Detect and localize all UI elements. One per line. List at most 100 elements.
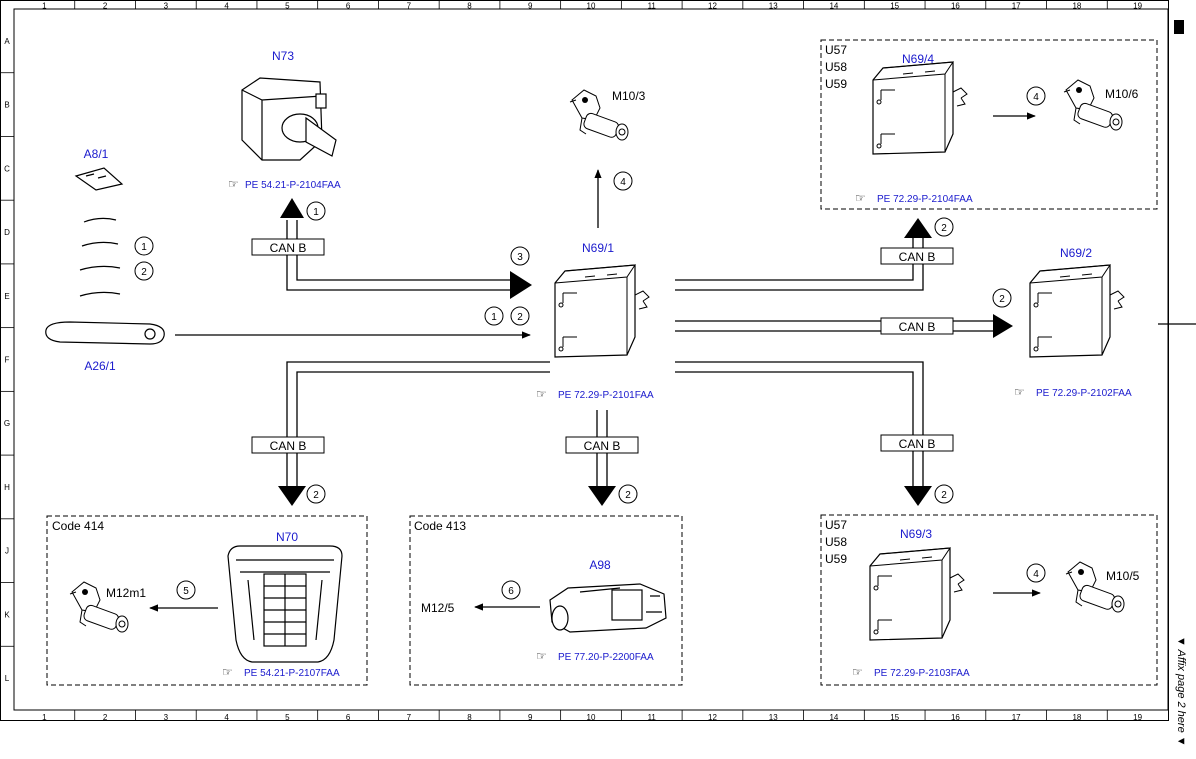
label-m10-6: M10/6: [1105, 87, 1139, 101]
grid-col-label: 14: [829, 713, 838, 722]
step-marker: 2: [934, 484, 954, 504]
grid-col-label: 7: [407, 713, 412, 722]
step-marker: 1: [484, 306, 504, 326]
grid-column-labels: 1122334455667788991010111112121313141415…: [42, 0, 1143, 722]
ref-pointer-icon: ☞: [222, 665, 233, 679]
code-414-label: Code 414: [52, 519, 104, 533]
grid-col-label: 18: [1072, 713, 1081, 722]
svg-text:5: 5: [183, 586, 189, 597]
step-marker: 5: [176, 580, 196, 600]
grid-col-label: 8: [467, 713, 472, 722]
label-m12-5: M12/5: [421, 601, 455, 615]
group-box-code-414: [46, 515, 368, 686]
ref-n70: ☞ PE 54.21-P-2107FAA: [222, 665, 340, 679]
arrow-to-n70: [278, 486, 306, 506]
ref-n69-3: ☞ PE 72.29-P-2103FAA: [852, 665, 970, 679]
drawing-frame: [0, 0, 1169, 721]
grid-row-label: C: [4, 164, 10, 173]
grid-col-label: 5: [285, 713, 290, 722]
control-unit-n69-3-icon: [869, 547, 965, 641]
ref-text-n73: PE 54.21-P-2104FAA: [245, 180, 341, 191]
grid-col-label: 8: [467, 2, 472, 11]
step-marker: 3: [510, 246, 530, 266]
grid-row-label: E: [4, 292, 9, 301]
arrow-to-n73: [280, 198, 304, 218]
svg-text:4: 4: [1033, 92, 1039, 103]
grid-row-label: F: [5, 356, 10, 365]
arrow-to-n69-3: [904, 486, 932, 506]
arrow-to-n69-1: [510, 271, 532, 299]
svg-text:1: 1: [141, 242, 147, 253]
grid-row-label: J: [5, 547, 9, 556]
ref-pointer-icon: ☞: [855, 191, 866, 205]
grid-col-label: 14: [829, 2, 838, 11]
ref-pointer-icon: ☞: [852, 665, 863, 679]
arrow-to-n69-2: [993, 314, 1013, 338]
grid-col-label: 17: [1012, 713, 1021, 722]
can-bus-label: CAN B: [270, 439, 307, 453]
grid-col-label: 18: [1072, 2, 1081, 11]
can-bus-label: CAN B: [899, 250, 936, 264]
grid-row-label: K: [4, 610, 10, 619]
variant-u58-bottom: U58: [825, 535, 847, 549]
label-m10-3: M10/3: [612, 89, 646, 103]
grid-col-label: 13: [769, 713, 778, 722]
svg-text:2: 2: [999, 294, 1005, 305]
can-bus-label: CAN B: [899, 320, 936, 334]
grid-col-label: 10: [587, 2, 596, 11]
grid-row-label: G: [4, 419, 10, 428]
ref-text-n69-4: PE 72.29-P-2104FAA: [877, 194, 973, 205]
grid-col-label: 15: [890, 2, 899, 11]
grid-col-label: 4: [224, 713, 229, 722]
step-marker: 2: [934, 217, 954, 237]
ref-a98: ☞ PE 77.20-P-2200FAA: [536, 649, 654, 663]
grid-col-label: 13: [769, 2, 778, 11]
can-bus-box-n70: CAN B: [251, 436, 325, 454]
variant-u57-bottom: U57: [825, 518, 847, 532]
ref-text-a98: PE 77.20-P-2200FAA: [558, 652, 654, 663]
grid-col-label: 5: [285, 2, 290, 11]
ref-text-n69-3: PE 72.29-P-2103FAA: [874, 668, 970, 679]
arrow-to-a98: [588, 486, 616, 506]
ref-text-n69-1: PE 72.29-P-2101FAA: [558, 390, 654, 401]
grid-col-label: 9: [528, 2, 533, 11]
grid-col-label: 16: [951, 2, 960, 11]
grid-row-label: B: [4, 101, 9, 110]
svg-text:2: 2: [517, 312, 523, 323]
label-n69-4: N69/4: [902, 52, 934, 66]
ref-pointer-icon: ☞: [228, 177, 239, 191]
step-marker: 2: [510, 306, 530, 326]
label-a8-1: A8/1: [84, 147, 109, 161]
label-a98: A98: [589, 558, 611, 572]
group-box-n69-4: [820, 39, 1158, 210]
grid-col-label: 1: [42, 2, 47, 11]
can-bus-label: CAN B: [899, 437, 936, 451]
ref-n69-4: ☞ PE 72.29-P-2104FAA: [855, 191, 973, 205]
grid-row-label: D: [4, 228, 10, 237]
group-box-n69-3: [820, 514, 1158, 686]
variant-u59-bottom: U59: [825, 552, 847, 566]
label-n70: N70: [276, 530, 298, 544]
label-n73: N73: [272, 49, 294, 63]
affix-page-note: ▼ Affix page 2 here ▼: [1175, 636, 1187, 747]
can-bus-box-n69-4: CAN B: [880, 247, 954, 265]
grid-row-label: H: [4, 483, 10, 492]
can-bus-box-a98: CAN B: [565, 436, 639, 454]
variant-u59-top: U59: [825, 77, 847, 91]
grid-col-label: 2: [103, 2, 108, 11]
svg-text:2: 2: [313, 490, 319, 501]
step-marker: 1: [306, 201, 326, 221]
variant-u58-top: U58: [825, 60, 847, 74]
can-bus-label: CAN B: [270, 241, 307, 255]
page-corner-marker-icon: [1174, 20, 1184, 34]
door-handle-icon: [45, 321, 165, 345]
label-m10-5: M10/5: [1106, 569, 1140, 583]
step-marker: 2: [134, 261, 154, 281]
step-markers: 1 1 2 3 1 2 4 2: [134, 86, 1046, 600]
step-marker: 1: [134, 236, 154, 256]
grid-col-label: 10: [587, 713, 596, 722]
ref-text-n69-2: PE 72.29-P-2102FAA: [1036, 388, 1132, 399]
can-bus-box-n69-3: CAN B: [880, 434, 954, 452]
svg-text:3: 3: [517, 252, 523, 263]
grid-col-label: 3: [164, 2, 169, 11]
